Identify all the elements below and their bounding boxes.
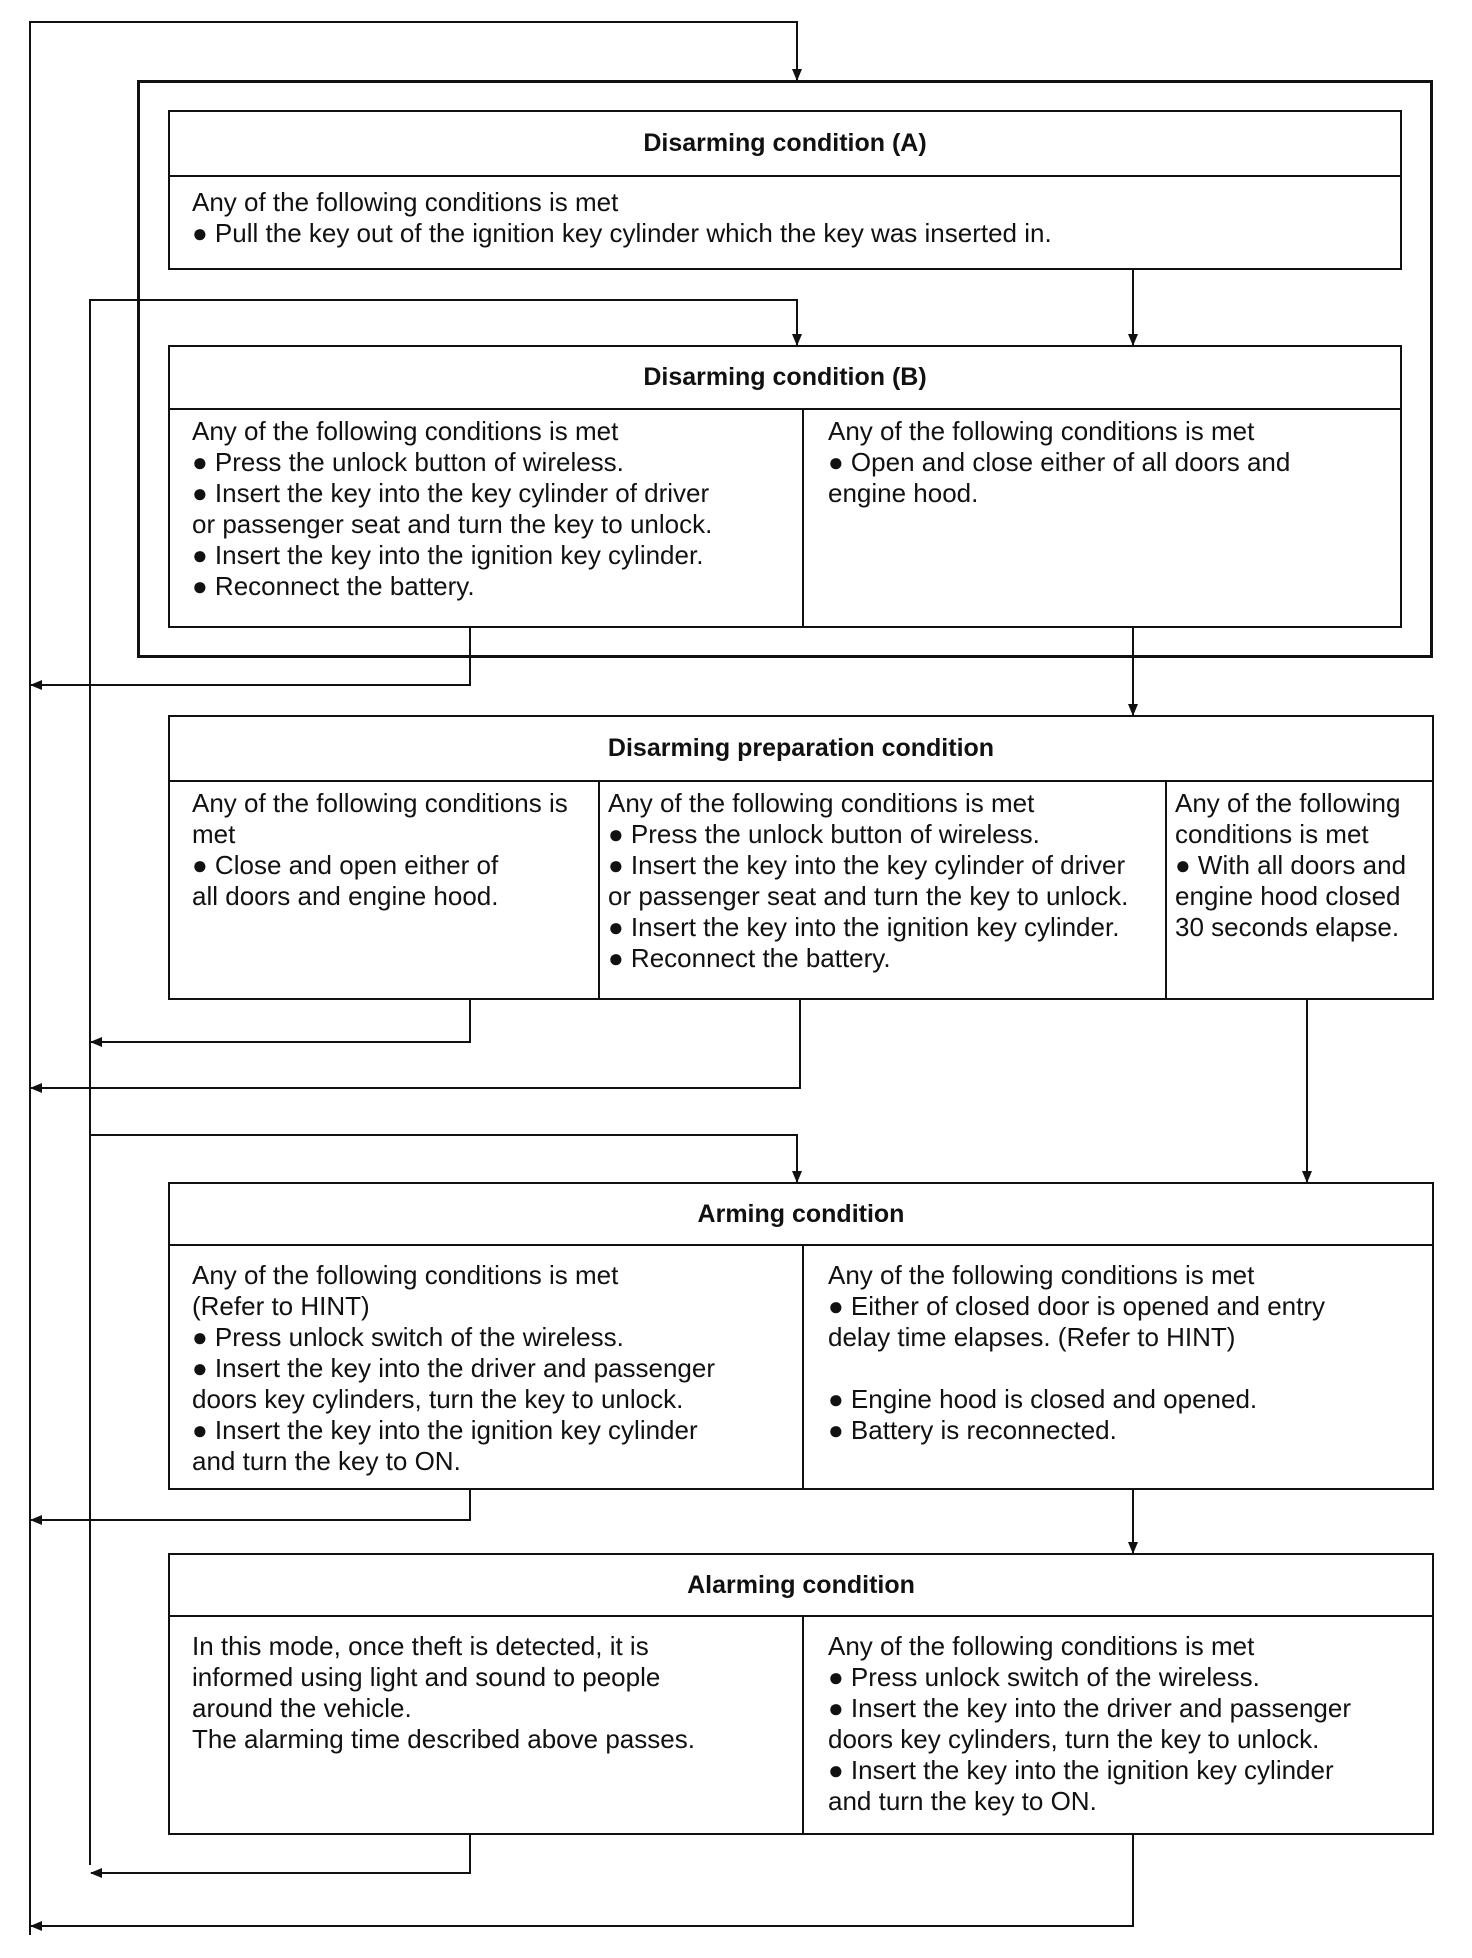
disarming-condition-a-title: Disarming condition (A) [170,112,1400,177]
condition-text-line: Any of the following conditions is [192,788,568,818]
condition-text-line [828,1353,1434,1384]
condition-text-line: (Refer to HINT) [192,1291,370,1321]
disarming-group-frame [137,80,1433,658]
arming-condition-box: Arming condition Any of the following co… [168,1182,1434,1490]
condition-text-line: Any of the following conditions is met [192,416,619,446]
condition-text-line: and turn the key to ON. [192,1446,461,1476]
disarming-condition-a-cell: Any of the following conditions is met● … [170,177,1400,272]
condition-text-line: ● Press the unlock button of wireless. [192,447,624,477]
disarming-condition-b-box: Disarming condition (B) Any of the follo… [168,345,1402,628]
condition-text-line: ● Insert the key into the key cylinder o… [608,850,1126,880]
condition-text-line: Any of the following conditions is met [608,788,1035,818]
arming-condition-cell-right: Any of the following conditions is met● … [802,1246,1434,1490]
condition-text-line: doors key cylinders, turn the key to unl… [192,1384,684,1414]
condition-text-line: engine hood closed [1175,881,1401,911]
condition-text-line: all doors and engine hood. [192,881,499,911]
condition-text-line: Any of the following conditions is met [828,1631,1255,1661]
disarming-condition-b-cell-right: Any of the following conditions is met● … [802,410,1402,628]
condition-text-line: The alarming time described above passes… [192,1724,695,1754]
condition-text-line: ● Insert the key into the driver and pas… [828,1693,1351,1723]
condition-text-line: ● Insert the key into the ignition key c… [192,540,704,570]
condition-text-line: ● Insert the key into the key cylinder o… [192,478,710,508]
condition-text-line: ● Press the unlock button of wireless. [608,819,1040,849]
arrow-alarming-right-return [30,1835,1134,1931]
condition-text-line: ● Insert the key into the ignition key c… [608,912,1120,942]
alarming-condition-cell-right: Any of the following conditions is met● … [802,1617,1434,1835]
condition-text-line: Any of the following conditions is met [828,416,1255,446]
disarming-condition-b-title: Disarming condition (B) [170,347,1400,410]
arrow-arming-left-return [30,1490,471,1525]
condition-text-line: doors key cylinders, turn the key to unl… [828,1724,1320,1754]
disarming-preparation-box: Disarming preparation condition Any of t… [168,715,1434,1000]
condition-text-line: ● Insert the key into the ignition key c… [828,1755,1334,1785]
alarming-condition-cell-left: In this mode, once theft is detected, it… [170,1617,802,1835]
alarming-condition-title: Alarming condition [170,1555,1432,1617]
arrow-prep-col1-return [90,997,471,1047]
disarming-preparation-cell-2: Any of the following conditions is met● … [598,782,1165,1000]
condition-text-line: and turn the key to ON. [828,1786,1097,1816]
return-path-to-disarming-b [89,299,802,1865]
condition-text-line: ● Open and close either of all doors and [828,447,1291,477]
condition-text-line: Any of the following [1175,788,1401,818]
condition-text-line: ● Close and open either of [192,850,499,880]
condition-text-line: or passenger seat and turn the key to un… [608,881,1129,911]
condition-text-line: ● Press unlock switch of the wireless. [192,1322,624,1352]
condition-text-line: ● Insert the key into the driver and pas… [192,1353,715,1383]
condition-text-line: Any of the following conditions is met [192,187,619,217]
condition-text-line: ● Insert the key into the ignition key c… [192,1415,698,1445]
condition-text-line: ● Pull the key out of the ignition key c… [192,218,1052,248]
return-path-to-arming [90,1134,802,1183]
condition-text-line: Any of the following conditions is met [828,1260,1255,1290]
condition-text-line: around the vehicle. [192,1693,412,1723]
condition-text-line: In this mode, once theft is detected, it… [192,1631,649,1661]
disarming-condition-b-cell-left: Any of the following conditions is met● … [170,410,802,630]
condition-text-line: met [192,819,236,849]
condition-text-line: ● Engine hood is closed and opened. [828,1384,1258,1414]
condition-text-line: Any of the following conditions is met [192,1260,619,1290]
return-path-outer-top [29,21,802,1935]
disarming-condition-a-box: Disarming condition (A) Any of the follo… [168,110,1402,270]
arrow-alarming-left-return [90,1835,471,1878]
condition-text-line: ● Either of closed door is opened and en… [828,1291,1326,1321]
condition-text-line: 30 seconds elapse. [1175,912,1400,942]
condition-text-line: conditions is met [1175,819,1369,849]
arming-condition-title: Arming condition [170,1184,1432,1246]
condition-text-line: ● Reconnect the battery. [192,571,475,601]
arrow-prep-col2-return [30,997,801,1093]
arming-condition-cell-left: Any of the following conditions is met (… [170,1246,802,1490]
condition-text-line: or passenger seat and turn the key to un… [192,509,713,539]
condition-text-line: ● Press unlock switch of the wireless. [828,1662,1260,1692]
arrow-b-left-return [30,625,471,690]
condition-text-line: ● With all doors and [1175,850,1407,880]
condition-text-line: ● Battery is reconnected. [828,1415,1117,1445]
condition-text-line: engine hood. [828,478,979,508]
condition-text-line: informed using light and sound to people [192,1662,661,1692]
condition-text-line: ● Reconnect the battery. [608,943,891,973]
disarming-preparation-title: Disarming preparation condition [170,717,1432,782]
condition-text-line: delay time elapses. (Refer to HINT) [828,1322,1236,1352]
alarming-condition-box: Alarming condition In this mode, once th… [168,1553,1434,1835]
